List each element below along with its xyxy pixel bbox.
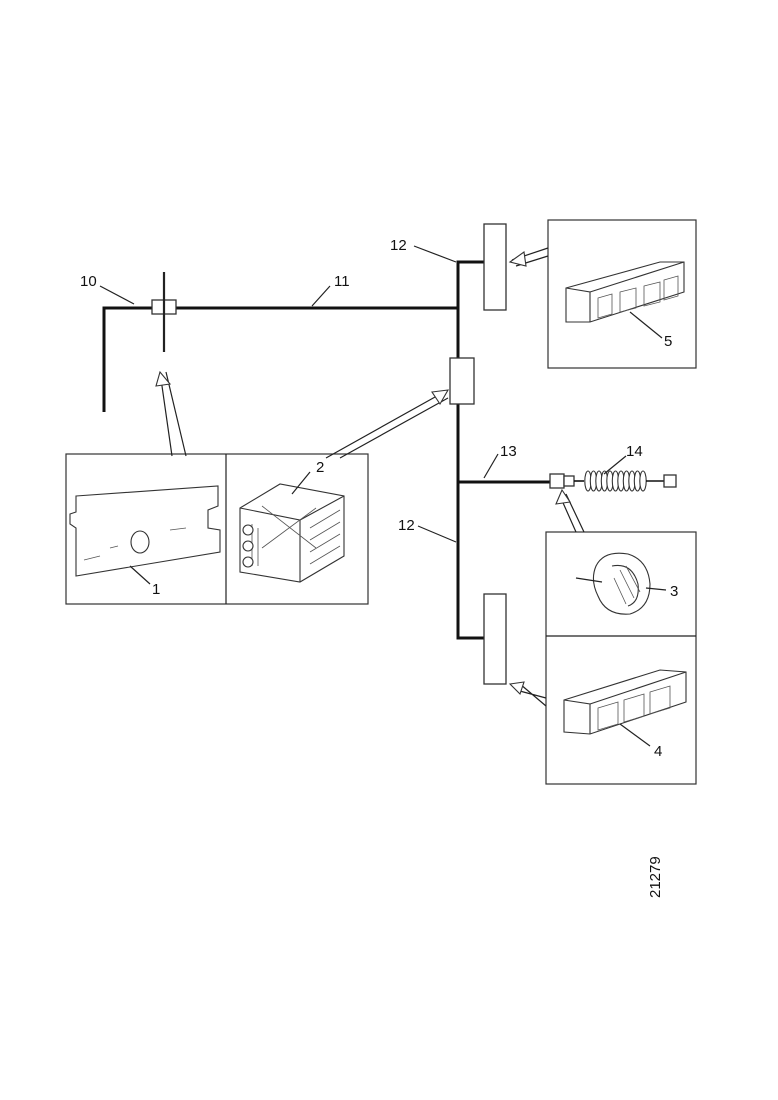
callout-5: 5 [664, 333, 672, 350]
callout-2: 2 [316, 459, 324, 476]
callout-12-top: 12 [390, 237, 407, 254]
component-4-front-lamp [563, 669, 687, 747]
component-1-control-unit [69, 485, 221, 585]
callout-arrows-left [155, 370, 450, 459]
connector-top [483, 223, 507, 311]
wire-10 [102, 306, 160, 412]
callout-1: 1 [152, 581, 160, 598]
callout-4: 4 [654, 743, 662, 760]
component-2-electronic-unit [239, 471, 345, 583]
callout-12-bottom: 12 [398, 517, 415, 534]
roof-sensor [151, 272, 177, 352]
wire-11 [172, 306, 460, 362]
callout-3: 3 [670, 583, 678, 600]
harness-wires [102, 260, 550, 640]
component-3-socket [575, 552, 667, 615]
leader-lines [99, 245, 627, 543]
connector-bottom [483, 593, 507, 685]
trunk-top [456, 260, 484, 308]
junction-box [449, 357, 475, 405]
detail-panel-bottom-right [508, 488, 697, 785]
callout-11: 11 [334, 273, 350, 290]
callout-13: 13 [500, 443, 517, 460]
callout-14: 14 [626, 443, 643, 460]
callout-10: 10 [80, 273, 97, 290]
coil-turn [639, 470, 647, 492]
component-5-rear-lamp [565, 261, 685, 339]
trunk-bottom [456, 402, 484, 640]
figure-number: 21279 [647, 856, 664, 898]
coil-cable-14 [549, 470, 677, 492]
